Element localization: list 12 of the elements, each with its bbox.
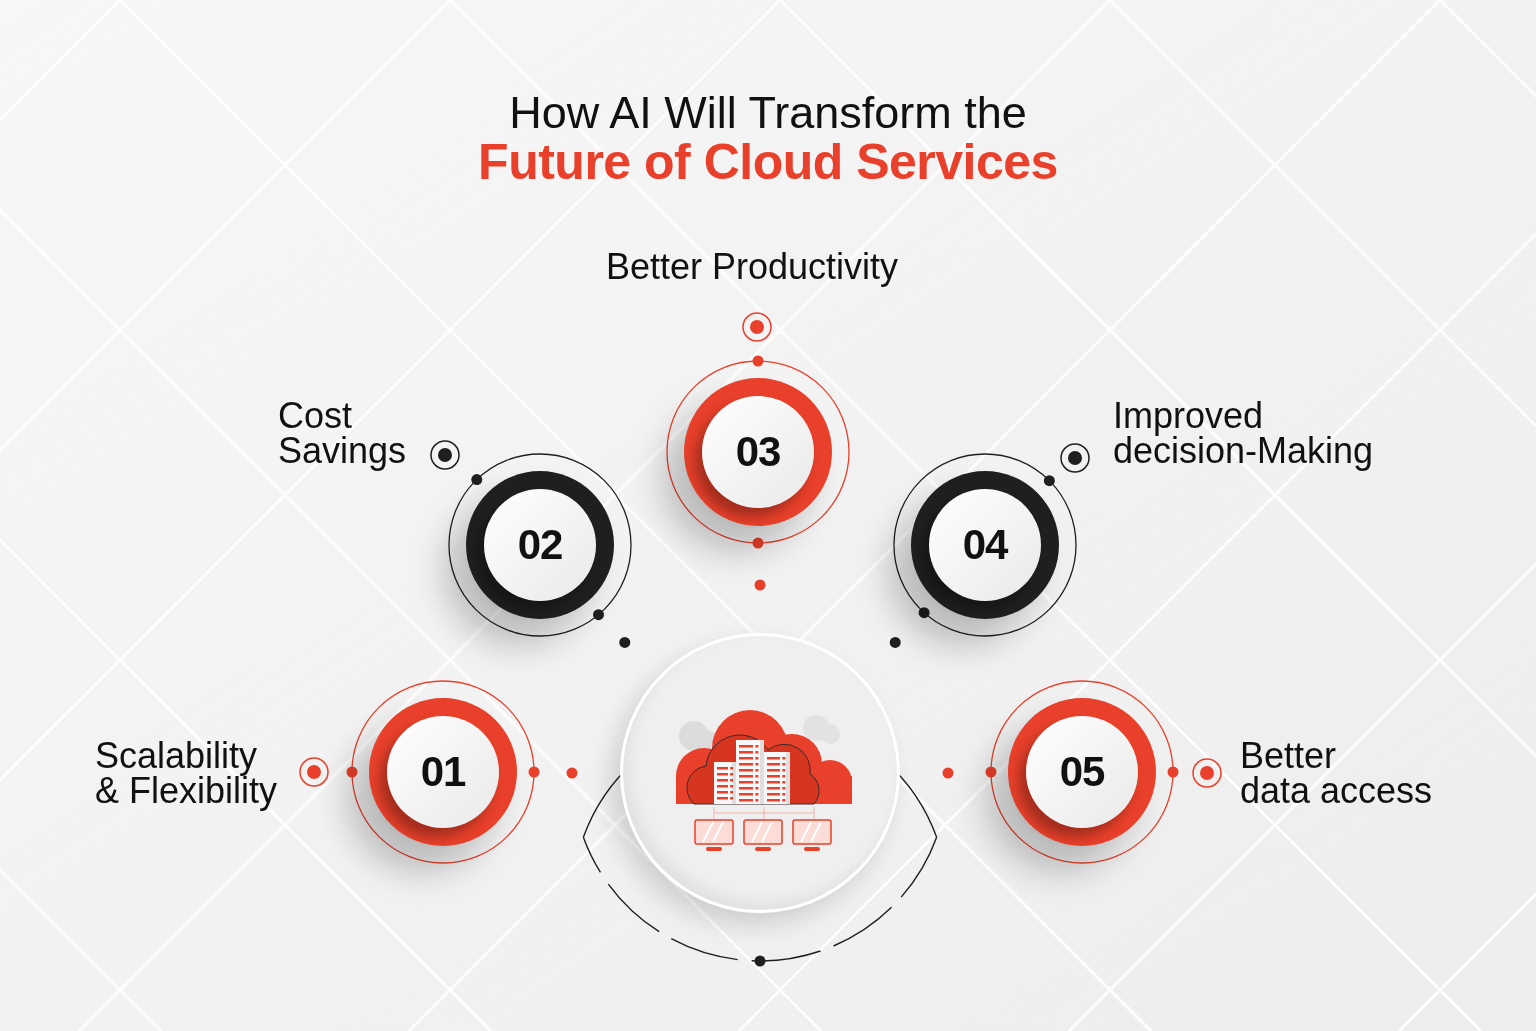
step-ring — [684, 378, 832, 526]
step-label: Better data access — [1240, 738, 1433, 808]
step-ring — [911, 471, 1059, 619]
step-ring — [1008, 698, 1156, 846]
step-number: 04 — [962, 524, 1008, 566]
step-number: 03 — [735, 431, 781, 473]
step-number: 02 — [517, 524, 563, 566]
step-number: 05 — [1059, 751, 1105, 793]
step-ring — [466, 471, 614, 619]
step-ring — [369, 698, 517, 846]
step-number: 01 — [420, 751, 466, 793]
title: How AI Will Transform the Future of Cloud Services — [478, 90, 1058, 188]
